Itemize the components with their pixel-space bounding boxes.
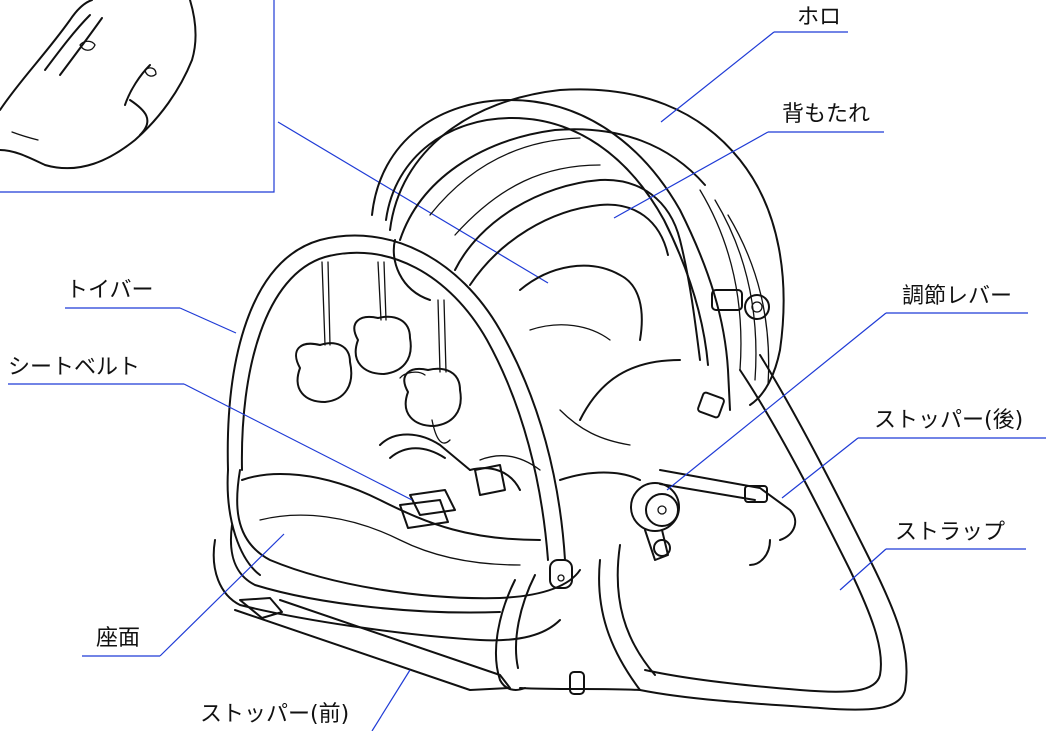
canopy (389, 88, 785, 406)
hanging-toys (295, 261, 462, 444)
leader-horo (660, 31, 775, 123)
seat-belt (379, 433, 541, 529)
inset-detail (0, 0, 549, 284)
backrest (454, 178, 701, 481)
leader-backrest (613, 131, 769, 219)
label-strap: ストラップ (895, 520, 1006, 545)
leader-seat (159, 533, 285, 657)
seat-shell (212, 469, 581, 642)
label-adjust-lever: 調節レバー (902, 284, 1013, 309)
adjust-lever-hub (630, 482, 680, 561)
leader-adjust (666, 312, 887, 491)
leader-stopper-rear (781, 437, 859, 499)
label-toy-bar: トイバー (66, 278, 154, 303)
inset-cushion-sketch (0, 0, 197, 170)
label-horo: ホロ (797, 5, 842, 30)
front-stopper-plate (234, 597, 511, 691)
leader-toybar (179, 307, 237, 334)
label-stopper-front: ストッパー(前) (200, 702, 350, 727)
leader-seatbelt (183, 383, 413, 501)
leader-stopper-front (371, 669, 411, 732)
label-seat-belt: シートベルト (8, 355, 141, 380)
label-stopper-rear: ストッパー(後) (874, 408, 1024, 433)
leader-inset (277, 121, 549, 284)
label-backrest: 背もたれ (782, 102, 871, 127)
inset-frame (0, 0, 275, 193)
rear-frame (494, 354, 908, 711)
rear-arch (371, 99, 770, 419)
toy-bar (226, 234, 573, 589)
label-seat: 座面 (96, 626, 141, 651)
leader-lines (8, 31, 1046, 732)
leader-strap (839, 548, 887, 591)
